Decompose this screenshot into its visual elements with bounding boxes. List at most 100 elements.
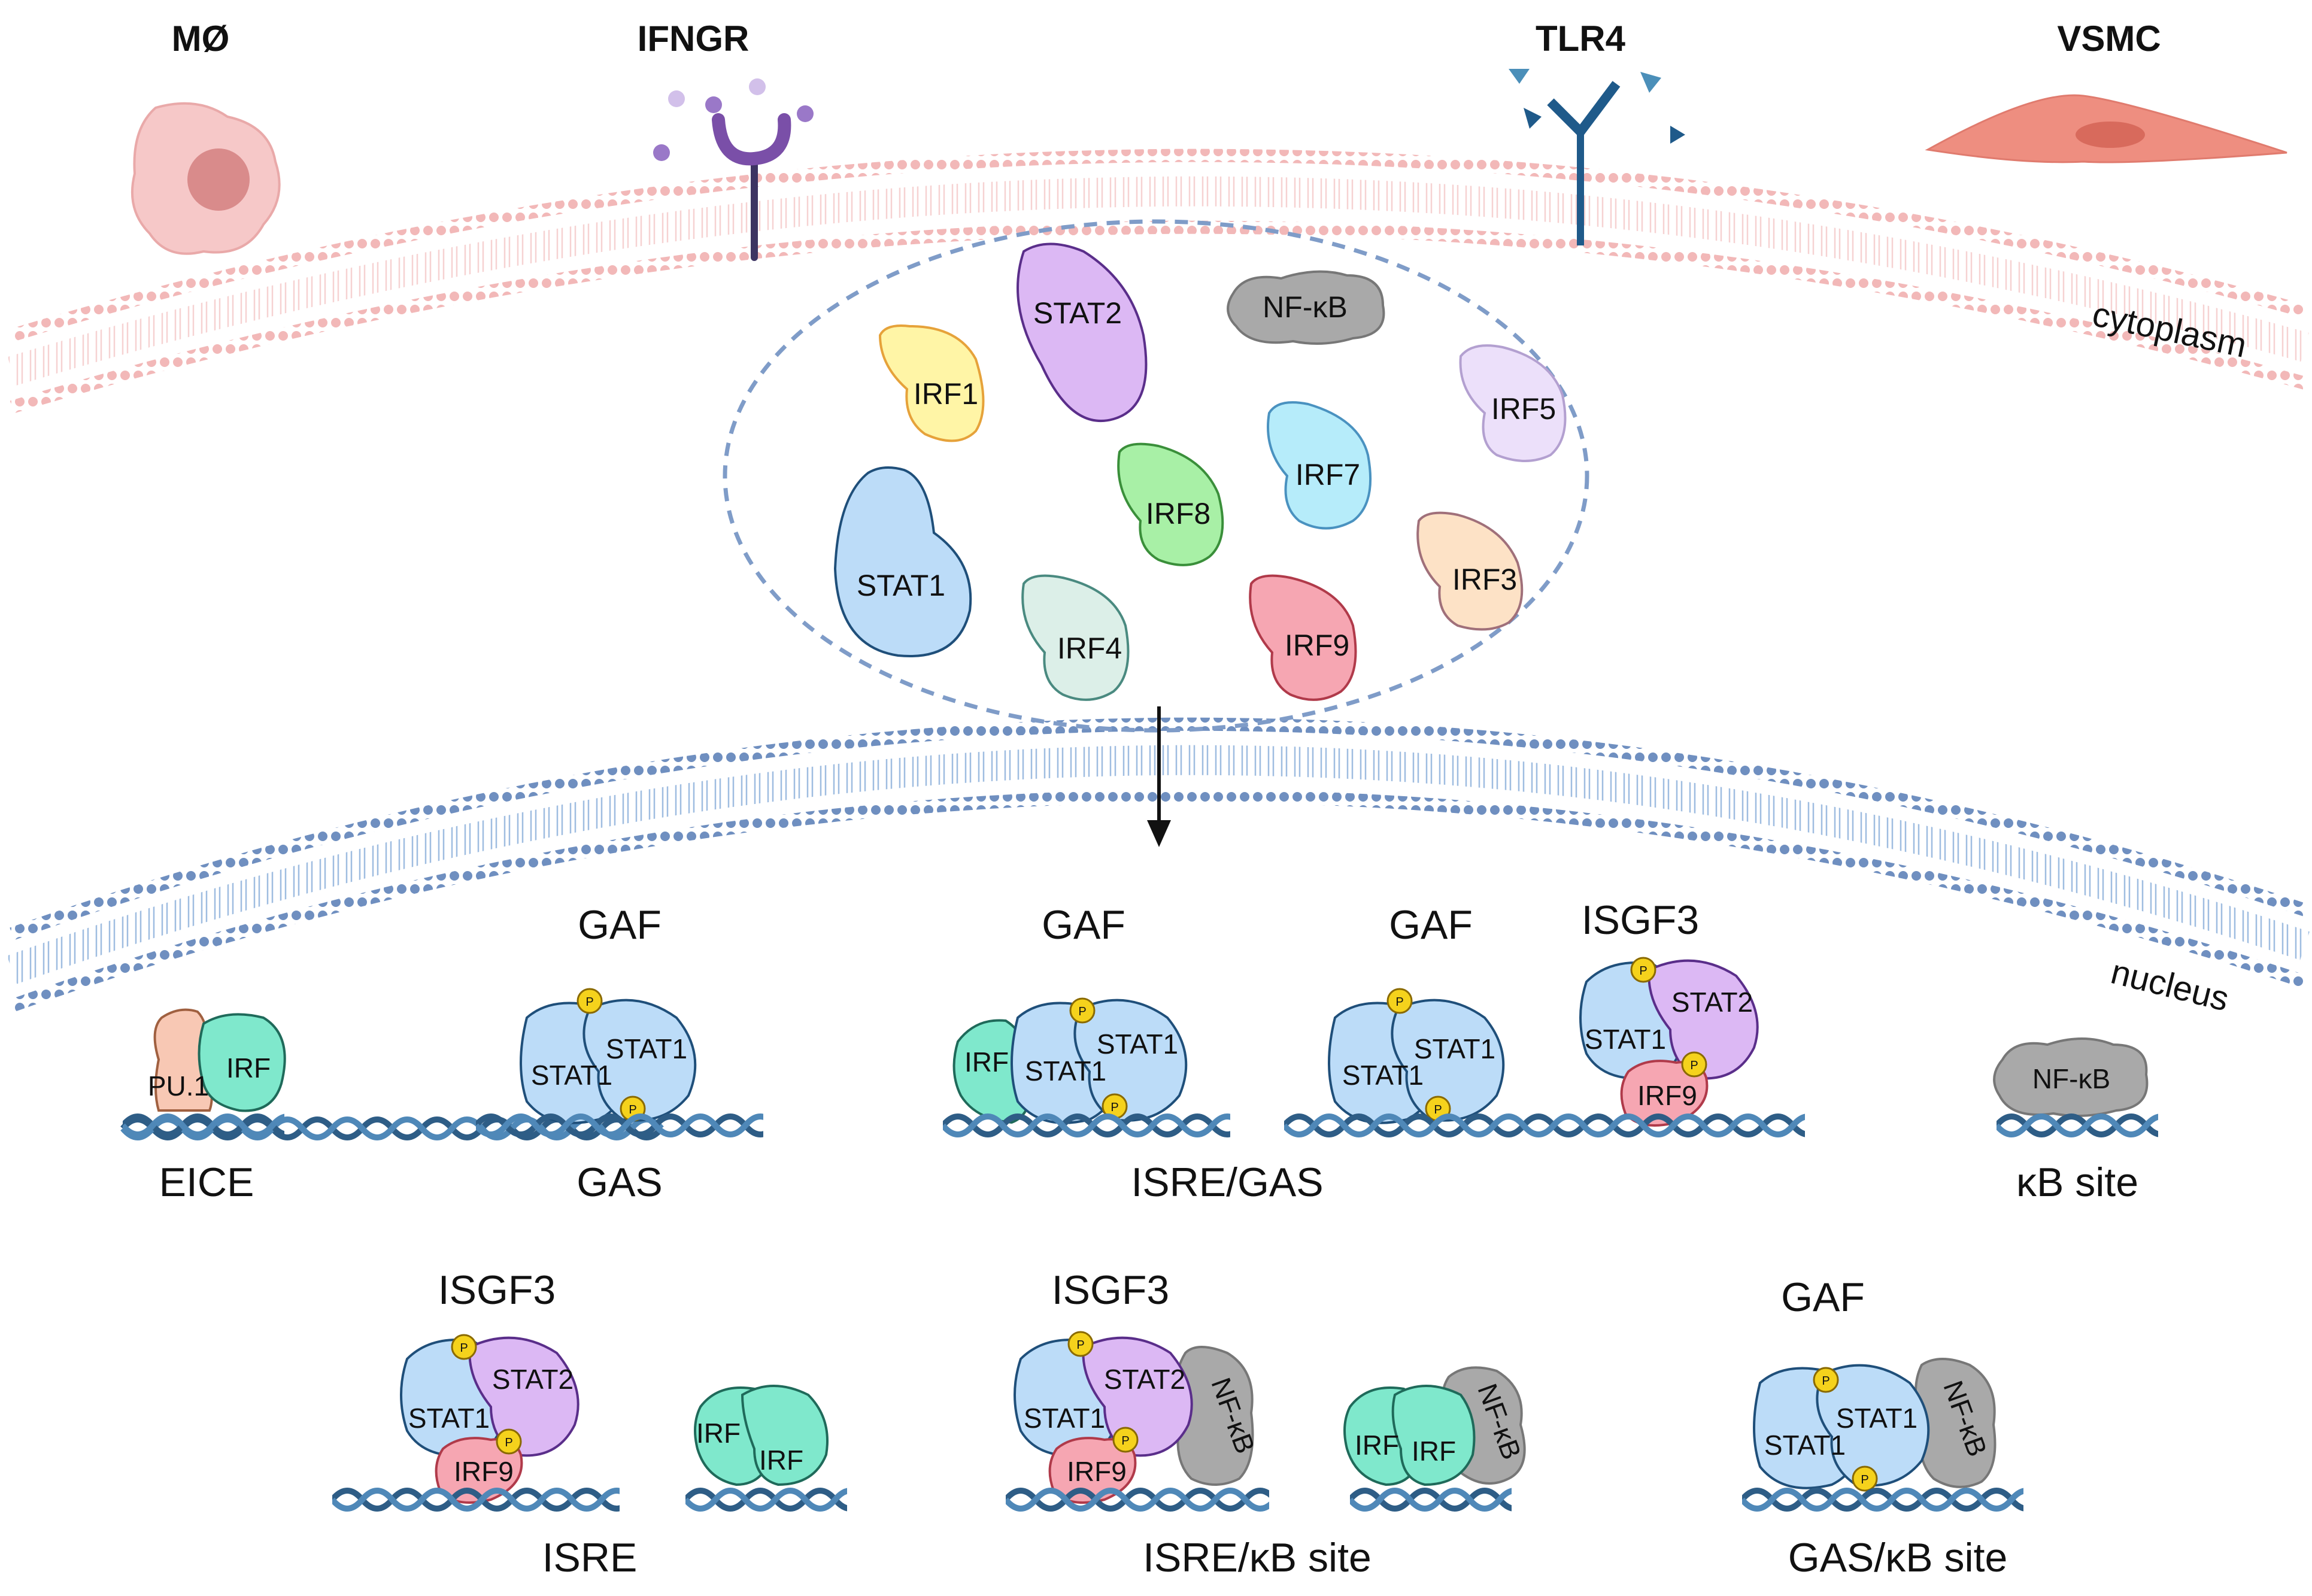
irf7-cytoplasm: IRF7 bbox=[1267, 401, 1372, 530]
svg-text:IRF8: IRF8 bbox=[1146, 497, 1210, 530]
svg-text:IRF4: IRF4 bbox=[1057, 632, 1122, 665]
svg-text:STAT2: STAT2 bbox=[492, 1364, 574, 1395]
svg-text:NF-κB: NF-κB bbox=[2032, 1063, 2110, 1094]
svg-text:P: P bbox=[460, 1342, 468, 1355]
site-gas-kb: GAS/κB site bbox=[1788, 1535, 2008, 1580]
svg-text:P: P bbox=[1822, 1374, 1829, 1388]
svg-text:STAT1: STAT1 bbox=[1342, 1060, 1424, 1091]
tlr4-receptor-icon bbox=[1509, 69, 1685, 245]
svg-text:IRF: IRF bbox=[759, 1445, 803, 1476]
svg-text:P: P bbox=[629, 1103, 636, 1116]
dna-strand bbox=[1742, 1491, 2281, 1509]
complex-gaf-1: GAF bbox=[578, 902, 662, 948]
site-kb: κB site bbox=[2016, 1160, 2138, 1205]
eice-complex: PU.1 IRF bbox=[123, 1008, 662, 1137]
complex-gaf-4: GAF bbox=[1781, 1275, 1865, 1320]
complex-isgf3-3: ISGF3 bbox=[1052, 1267, 1170, 1313]
nfkb-cytoplasm: NF-κB bbox=[1227, 270, 1385, 345]
gaf-complex-isre-gas: P P STAT1 STAT1 bbox=[1328, 988, 1505, 1124]
isgf3-complex-isre-gas: P P STAT1 STAT2 IRF9 bbox=[1579, 957, 1759, 1127]
svg-text:IRF: IRF bbox=[226, 1052, 271, 1084]
dna-strand bbox=[1284, 1116, 1823, 1134]
svg-text:P: P bbox=[585, 996, 593, 1009]
irf4-cytoplasm: IRF4 bbox=[1021, 574, 1130, 701]
translocation-arrow bbox=[1147, 706, 1171, 847]
svg-text:STAT1: STAT1 bbox=[531, 1060, 612, 1091]
svg-text:STAT1: STAT1 bbox=[1764, 1430, 1846, 1461]
svg-text:IRF: IRF bbox=[1355, 1430, 1399, 1461]
svg-text:STAT1: STAT1 bbox=[1585, 1024, 1666, 1055]
svg-text:P: P bbox=[1078, 1005, 1086, 1018]
site-isre-kb: ISRE/κB site bbox=[1143, 1535, 1372, 1580]
svg-text:STAT1: STAT1 bbox=[408, 1403, 490, 1434]
nfkb-complex-kb-site: NF-κB bbox=[1993, 1037, 2149, 1117]
irf1-cytoplasm: IRF1 bbox=[878, 324, 985, 442]
svg-text:IRF9: IRF9 bbox=[1637, 1080, 1697, 1111]
ifngr-receptor-icon bbox=[653, 78, 814, 261]
header-macrophage: MØ bbox=[172, 19, 230, 59]
svg-text:IRF9: IRF9 bbox=[1285, 629, 1349, 662]
irf-nfkb-complex: IRF IRF NF-κB bbox=[1343, 1366, 1528, 1486]
svg-text:STAT2: STAT2 bbox=[1033, 296, 1122, 330]
nucleus-label: nucleus bbox=[2107, 952, 2233, 1018]
svg-text:IRF3: IRF3 bbox=[1452, 563, 1517, 596]
svg-text:IRF: IRF bbox=[964, 1046, 1009, 1078]
svg-text:P: P bbox=[1861, 1473, 1868, 1486]
svg-text:IRF5: IRF5 bbox=[1491, 392, 1556, 426]
stat2-cytoplasm: STAT2 bbox=[1017, 242, 1148, 423]
irf9-cytoplasm: IRF9 bbox=[1249, 574, 1357, 701]
complex-gaf-3: GAF bbox=[1389, 902, 1473, 948]
isgf3-nfkb-complex: P P STAT1 STAT2 IRF9 NF-κB bbox=[1014, 1331, 1261, 1504]
svg-text:PU.1: PU.1 bbox=[148, 1070, 209, 1102]
svg-text:STAT1: STAT1 bbox=[1414, 1033, 1495, 1064]
macrophage-cell-icon bbox=[131, 102, 281, 255]
svg-text:IRF1: IRF1 bbox=[914, 377, 978, 411]
svg-text:STAT2: STAT2 bbox=[1104, 1364, 1185, 1395]
svg-text:STAT1: STAT1 bbox=[857, 569, 945, 602]
irf5-cytoplasm: IRF5 bbox=[1459, 344, 1567, 462]
stat1-cytoplasm: STAT1 bbox=[833, 466, 972, 657]
site-gas: GAS bbox=[577, 1160, 663, 1205]
site-eice: EICE bbox=[159, 1160, 254, 1205]
svg-text:STAT1: STAT1 bbox=[1025, 1055, 1106, 1087]
svg-text:STAT1: STAT1 bbox=[1024, 1403, 1105, 1434]
site-isre: ISRE bbox=[542, 1535, 638, 1580]
isgf3-complex-isre: P P STAT1 STAT2 IRF9 bbox=[400, 1334, 579, 1504]
cell-membrane bbox=[7, 148, 2309, 414]
svg-text:IRF: IRF bbox=[1412, 1436, 1456, 1467]
svg-text:P: P bbox=[1076, 1339, 1084, 1352]
cytoplasm-pool-outline bbox=[723, 219, 1589, 733]
svg-text:P: P bbox=[1121, 1434, 1129, 1448]
svg-text:IRF7: IRF7 bbox=[1295, 458, 1360, 491]
svg-text:P: P bbox=[1395, 996, 1403, 1009]
header-vsmc: VSMC bbox=[2057, 19, 2161, 59]
svg-text:P: P bbox=[1111, 1101, 1118, 1114]
svg-text:P: P bbox=[505, 1436, 512, 1449]
gaf-irf-complex: P P IRF STAT1 STAT1 bbox=[952, 997, 1188, 1124]
svg-text:STAT2: STAT2 bbox=[1671, 987, 1753, 1018]
svg-text:NF-κB: NF-κB bbox=[1263, 290, 1348, 324]
svg-text:P: P bbox=[1690, 1059, 1698, 1072]
complex-isgf3-1: ISGF3 bbox=[1582, 897, 1700, 943]
complex-gaf-2: GAF bbox=[1042, 902, 1125, 948]
header-ifngr: IFNGR bbox=[638, 19, 750, 59]
gaf-nfkb-complex: P P STAT1 STAT1 NF-κB bbox=[1753, 1358, 1997, 1492]
svg-text:P: P bbox=[1639, 964, 1647, 978]
dna-strand bbox=[1997, 1116, 2312, 1134]
svg-text:IRF: IRF bbox=[696, 1418, 741, 1449]
dna-strand bbox=[476, 1116, 1015, 1134]
irf-dimer: IRF IRF bbox=[694, 1385, 829, 1486]
svg-text:STAT1: STAT1 bbox=[1097, 1028, 1178, 1060]
site-isre-gas: ISRE/GAS bbox=[1131, 1160, 1323, 1205]
svg-text:IRF9: IRF9 bbox=[454, 1456, 514, 1487]
svg-text:IRF9: IRF9 bbox=[1067, 1456, 1127, 1487]
svg-text:P: P bbox=[1434, 1103, 1442, 1116]
gaf-complex-gas: P P STAT1 STAT1 bbox=[520, 988, 697, 1124]
irf8-cytoplasm: IRF8 bbox=[1117, 442, 1224, 566]
vsmc-cell-icon bbox=[1925, 94, 2287, 163]
svg-text:STAT1: STAT1 bbox=[606, 1033, 687, 1064]
svg-text:STAT1: STAT1 bbox=[1836, 1403, 1917, 1434]
complex-isgf3-2: ISGF3 bbox=[438, 1267, 556, 1313]
irf3-cytoplasm: IRF3 bbox=[1416, 511, 1524, 631]
